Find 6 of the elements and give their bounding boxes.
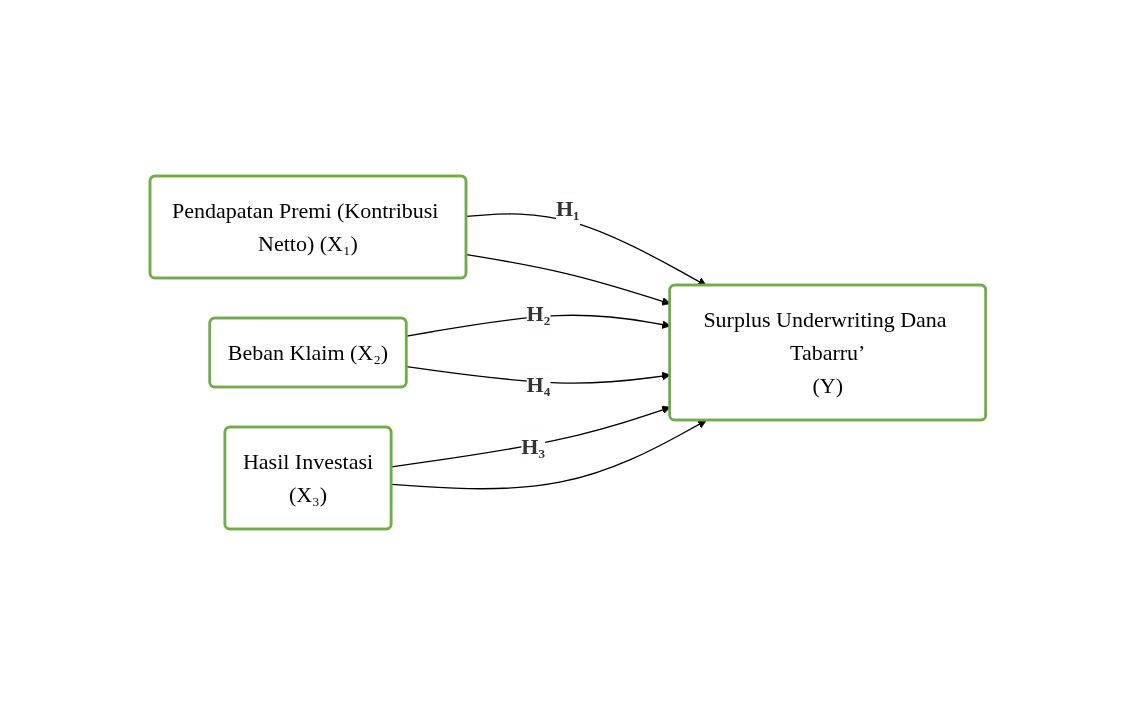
edge-label: H₄ <box>526 372 551 398</box>
edge-label: H₁ <box>556 196 580 222</box>
arrow <box>466 213 707 286</box>
edge-label: H₂ <box>526 300 551 326</box>
edge-label: H₃ <box>521 434 546 460</box>
arrow <box>391 420 707 490</box>
